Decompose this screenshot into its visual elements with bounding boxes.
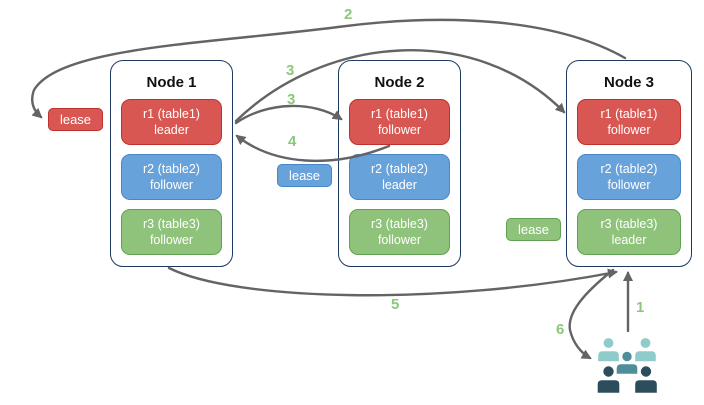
node2-replica-r1-follower: r1 (table1) follower bbox=[349, 99, 450, 145]
replica-name: r2 (table2) bbox=[143, 161, 200, 176]
users-group-icon bbox=[596, 336, 659, 395]
replica-role: follower bbox=[149, 178, 194, 192]
node1-replica-r1-leader: r1 (table1) leader bbox=[121, 99, 222, 145]
node-2-title: Node 2 bbox=[374, 74, 425, 91]
node-1-title: Node 1 bbox=[146, 74, 197, 91]
replica-role: leader bbox=[154, 123, 189, 137]
arrow-5-node1-to-node3 bbox=[167, 266, 618, 297]
node3-replica-r1-follower: r1 (table1) follower bbox=[577, 99, 681, 145]
lease-tag-red: lease bbox=[48, 108, 103, 131]
step-label-2: 2 bbox=[344, 6, 353, 23]
step-label-5: 5 bbox=[391, 296, 400, 313]
node2-replica-r3-follower: r3 (table3) follower bbox=[349, 209, 450, 255]
step-label-1: 1 bbox=[636, 299, 645, 316]
node-2-box: Node 2 r1 (table1) follower r2 (table2) … bbox=[338, 60, 461, 267]
replica-role: follower bbox=[607, 123, 651, 137]
node3-replica-r2-follower: r2 (table2) follower bbox=[577, 154, 681, 200]
arrow-6-node3-to-users bbox=[568, 268, 615, 360]
arrow-3-node1-to-node2 bbox=[234, 104, 343, 125]
node3-replica-r3-leader: r3 (table3) leader bbox=[577, 209, 681, 255]
replica-name: r1 (table1) bbox=[600, 106, 658, 121]
node1-replica-r2-follower: r2 (table2) follower bbox=[121, 154, 222, 200]
replica-name: r2 (table2) bbox=[600, 161, 658, 176]
node-3-box: Node 3 r1 (table1) follower r2 (table2) … bbox=[566, 60, 692, 267]
lease-tag-blue: lease bbox=[277, 164, 332, 187]
step-label-6: 6 bbox=[556, 321, 565, 338]
step-label-3b: 3 bbox=[287, 91, 296, 108]
node-1-box: Node 1 r1 (table1) leader r2 (table2) fo… bbox=[110, 60, 233, 267]
lease-tag-green: lease bbox=[506, 218, 561, 241]
replica-name: r3 (table3) bbox=[371, 216, 428, 231]
replica-name: r3 (table3) bbox=[600, 216, 658, 231]
node2-replica-r2-leader: r2 (table2) leader bbox=[349, 154, 450, 200]
node-3-title: Node 3 bbox=[603, 74, 654, 91]
step-label-4: 4 bbox=[288, 133, 297, 150]
node1-replica-r3-follower: r3 (table3) follower bbox=[121, 209, 222, 255]
step-label-3a: 3 bbox=[286, 62, 295, 79]
replica-name: r2 (table2) bbox=[371, 161, 428, 176]
replica-name: r3 (table3) bbox=[143, 216, 200, 231]
replica-role: follower bbox=[377, 233, 422, 247]
replica-role: leader bbox=[611, 233, 647, 247]
replica-role: follower bbox=[607, 178, 651, 192]
replica-role: follower bbox=[377, 123, 422, 137]
replica-role: follower bbox=[149, 233, 194, 247]
replica-name: r1 (table1) bbox=[371, 106, 428, 121]
replica-name: r1 (table1) bbox=[143, 106, 200, 121]
replica-role: leader bbox=[382, 178, 417, 192]
